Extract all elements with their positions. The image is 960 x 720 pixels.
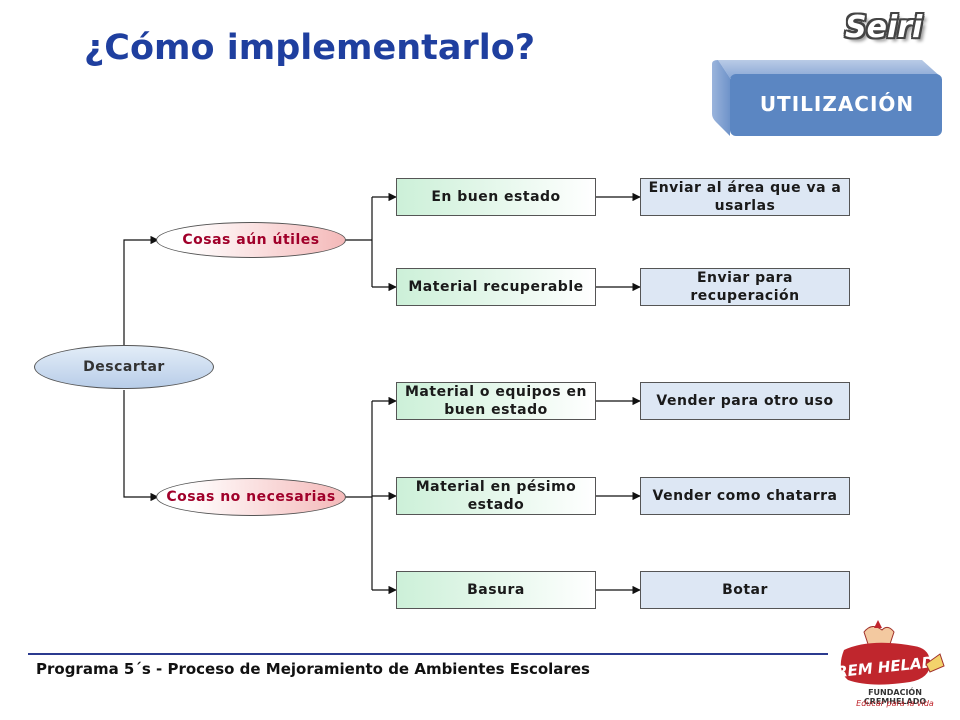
state-node-good: En buen estado bbox=[396, 178, 596, 216]
branch-useful-node: Cosas aún útiles bbox=[156, 222, 346, 258]
state-node-trash: Basura bbox=[396, 571, 596, 609]
logo-slogan: Educar para la vida bbox=[856, 699, 934, 708]
connector-root-to-useful bbox=[123, 235, 159, 345]
cremhelado-logo: CREM HELADO bbox=[830, 620, 948, 685]
badge-3d-shape bbox=[712, 60, 942, 136]
footer-rule bbox=[28, 653, 828, 655]
action-node-sell-scrap: Vender como chatarra bbox=[640, 477, 850, 515]
logo-org-name: FUNDACIÓN CREMHELADO bbox=[863, 688, 927, 706]
action-node-send-area: Enviar al área que va a usarlas bbox=[640, 178, 850, 216]
page-title: ¿Cómo implementarlo? bbox=[84, 28, 536, 68]
footer-program-text: Programa 5´s - Proceso de Mejoramiento d… bbox=[36, 660, 590, 678]
utilizacion-badge: UTILIZACIÓN bbox=[710, 56, 944, 142]
action-node-throw-away: Botar bbox=[640, 571, 850, 609]
seiri-wordart: Seiri bbox=[845, 10, 923, 45]
branch-unneeded-node: Cosas no necesarias bbox=[156, 478, 346, 516]
action-node-sell-other-use: Vender para otro uso bbox=[640, 382, 850, 420]
badge-label: UTILIZACIÓN bbox=[759, 92, 915, 116]
state-node-bad: Material en pésimo estado bbox=[396, 477, 596, 515]
descartar-node: Descartar bbox=[34, 345, 214, 389]
connector-root-to-unneeded bbox=[123, 390, 159, 502]
action-node-send-recovery: Enviar para recuperación bbox=[640, 268, 850, 306]
state-node-recoverable: Material recuperable bbox=[396, 268, 596, 306]
state-node-equipment: Material o equipos en buen estado bbox=[396, 382, 596, 420]
